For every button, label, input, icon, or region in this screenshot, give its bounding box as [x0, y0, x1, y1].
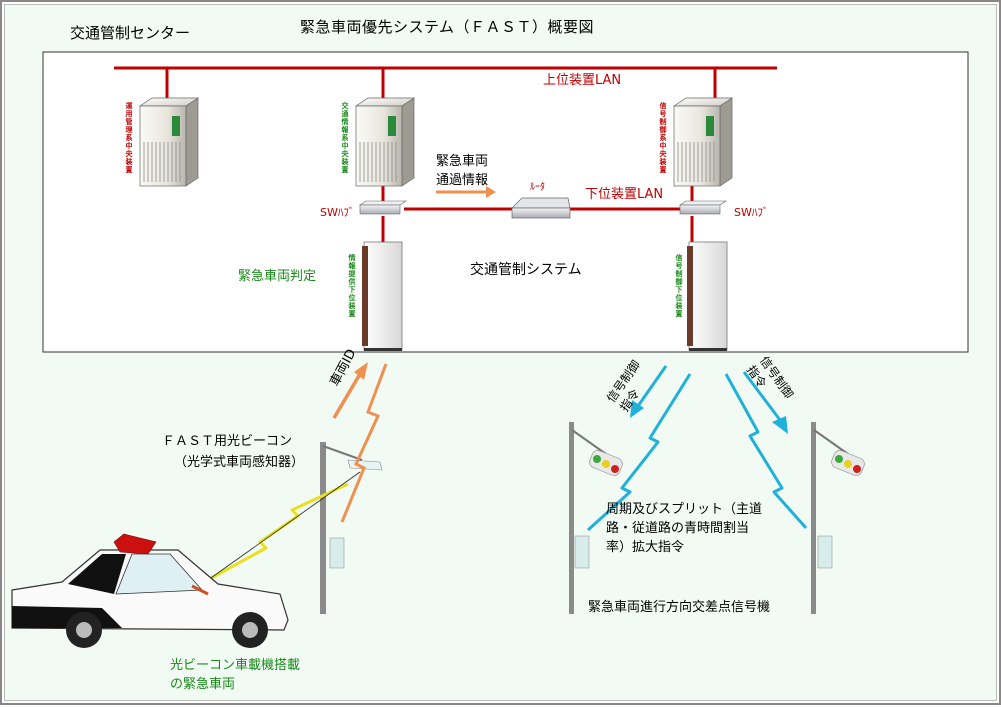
traffic-system-label: 交通管制システム: [470, 262, 582, 278]
upper-lan-label: 上位装置LAN: [543, 73, 622, 88]
server-operations: [138, 97, 200, 187]
sw-hub-left: [359, 200, 407, 215]
page-title: 緊急車両優先システム（ＦＡＳＴ）概要図: [300, 18, 595, 36]
sw-hub-left-label: SWﾊﾌﾞ: [320, 206, 355, 219]
beacon-pole: [320, 442, 383, 614]
control-center-label: 交通管制センター: [70, 24, 191, 42]
command-arrow-right: [742, 371, 788, 434]
lower-lan-label: 下位装置LAN: [585, 187, 664, 202]
server-operations-label: 運用管理系中央装置: [125, 102, 133, 174]
server-signal-control: [672, 97, 734, 187]
signal-location-label: 緊急車両進行方向交差点信号機: [588, 600, 771, 615]
flow-info-label: 緊急車両 通過情報: [436, 154, 489, 188]
server-traffic-info-label: 交通情報系中央装置: [341, 102, 349, 174]
flow-arrow: [436, 186, 496, 198]
router-label: ﾙｰﾀ: [530, 182, 545, 193]
rack-signal-lower: [687, 241, 728, 351]
command-arrow-left: [630, 365, 668, 418]
rack-info-lower: [362, 241, 403, 351]
beacon-subtitle: （光学式車両感知器）: [174, 455, 305, 470]
signal-pole-left: [569, 422, 623, 614]
control-center-boundary: [42, 51, 969, 353]
beacon-link-zigzag: [340, 363, 388, 523]
server-signal-control-label: 信号制御系中央装置: [659, 102, 667, 174]
router-device: [511, 197, 571, 219]
vehicle-label: 光ビーコン車載機搭載 の緊急車両: [170, 658, 301, 692]
sw-hub-right: [679, 200, 727, 215]
beacon-title: ＦＡＳＴ用光ビーコン: [162, 434, 293, 449]
extension-command-label: 周期及びスプリット（主道 路・従道路の青時間割当 率）拡大指令: [606, 502, 763, 555]
car-beacon-lightning: [207, 482, 349, 582]
judgement-label: 緊急車両判定: [238, 269, 317, 284]
command-lightning-right: [724, 373, 808, 529]
command-lightning-left: [586, 373, 692, 532]
signal-pole-right: [811, 422, 865, 614]
signal-lower-label: 信号制御下位装置: [675, 254, 683, 318]
emergency-vehicle: [11, 533, 289, 648]
info-lower-label: 情報提供下位装置: [348, 254, 356, 318]
vehicle-id-arrow: [332, 362, 368, 419]
server-traffic-info: [354, 97, 416, 187]
upper-lan-line: [114, 66, 777, 98]
sw-hub-right-label: SWﾊﾌﾞ: [734, 206, 769, 219]
